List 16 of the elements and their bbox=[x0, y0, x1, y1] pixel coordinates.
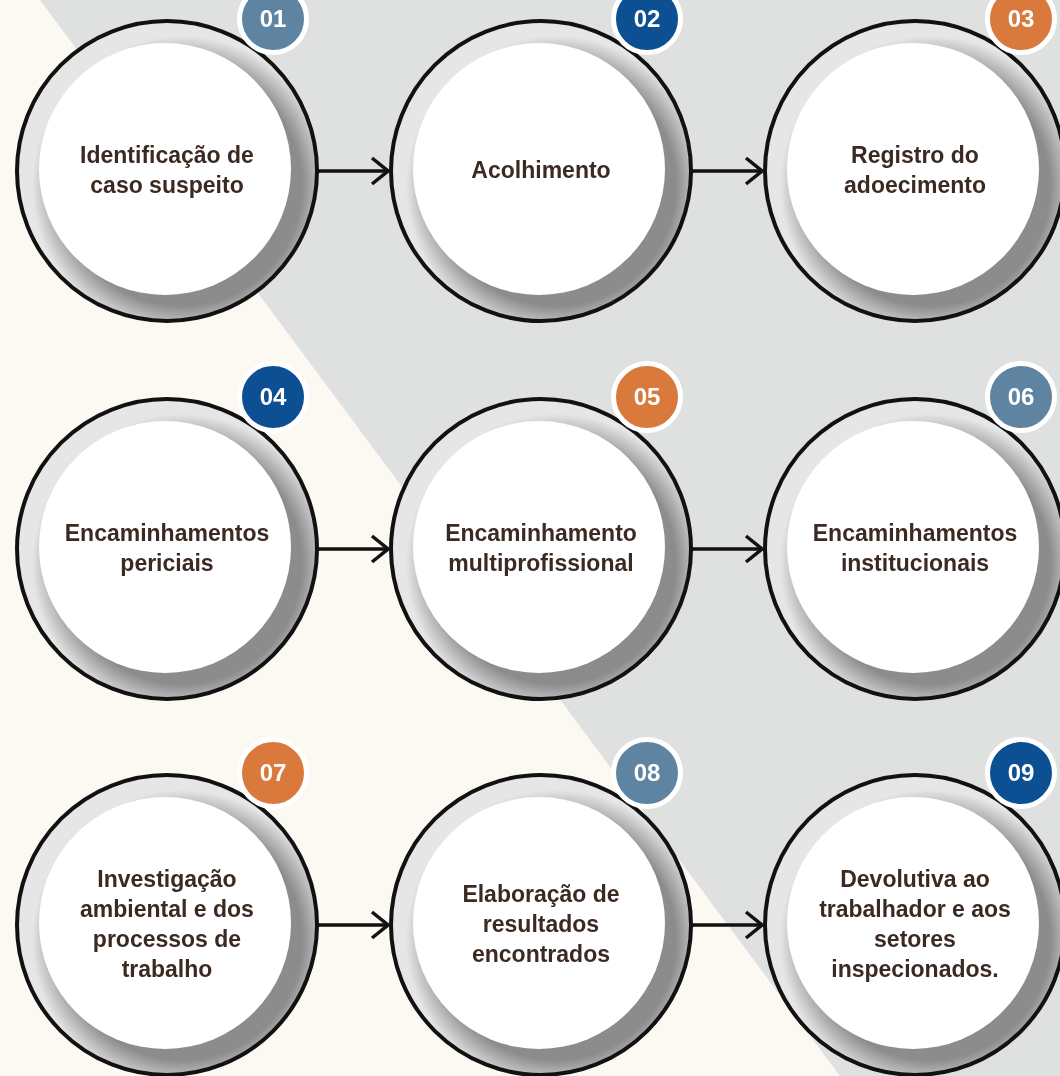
step-number-badge: 02 bbox=[611, 0, 683, 55]
step-number-badge: 06 bbox=[985, 361, 1057, 433]
step-label: Encaminhamentos periciais bbox=[63, 519, 271, 578]
step-label: Elaboração de resultados encontrados bbox=[461, 880, 621, 969]
step-number-badge: 05 bbox=[611, 361, 683, 433]
step-label: Identificação de caso suspeito bbox=[79, 141, 255, 200]
step-label: Encaminhamento multiprofissional bbox=[444, 519, 638, 578]
step-label: Registro do adoecimento bbox=[843, 141, 987, 200]
step-number-badge: 03 bbox=[985, 0, 1057, 55]
step-number-badge: 08 bbox=[611, 737, 683, 809]
step-number-badge: 01 bbox=[237, 0, 309, 55]
step-label: Acolhimento bbox=[471, 156, 611, 186]
step-label: Devolutiva ao trabalhador e aos setores inspecionados. bbox=[818, 865, 1012, 984]
step-label: Investigação ambiental e dos processos de trabalho bbox=[79, 865, 255, 984]
step-label: Encaminhamentos institucionais bbox=[811, 519, 1019, 578]
step-number-badge: 09 bbox=[985, 737, 1057, 809]
